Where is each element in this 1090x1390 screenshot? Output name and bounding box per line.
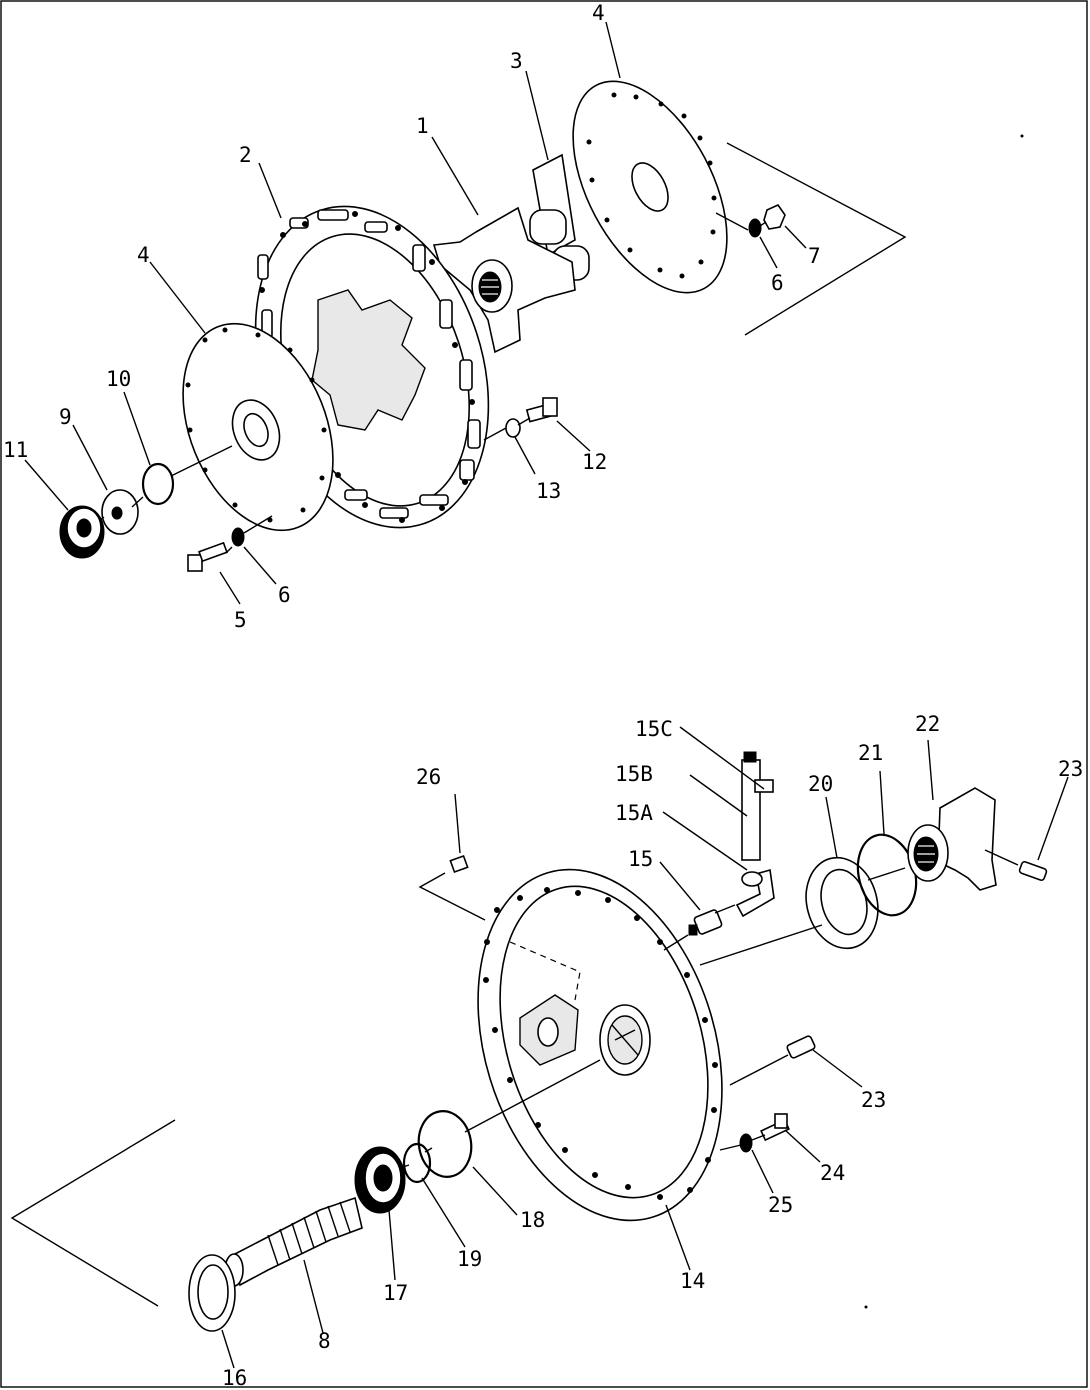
part-17-bearing — [354, 1146, 406, 1214]
part-10-snap-ring — [141, 462, 175, 506]
part-13-washer — [505, 418, 521, 438]
part-12-bolt — [525, 397, 558, 423]
callout-19: 19 — [457, 1247, 482, 1271]
callout-15b: 15B — [615, 762, 653, 786]
part-16-oil-seal — [188, 1254, 236, 1332]
part-6-washer-lower — [231, 527, 245, 547]
part-4-plate-left — [182, 322, 334, 532]
part-3-rubber-blocks — [529, 153, 590, 281]
part-23-plug-upper — [1018, 860, 1048, 882]
callout-15: 15 — [628, 847, 653, 871]
callout-6-upper: 6 — [771, 271, 784, 295]
callout-2: 2 — [239, 143, 252, 167]
callout-6-lower: 6 — [278, 583, 291, 607]
callout-21: 21 — [858, 741, 883, 765]
callout-20: 20 — [808, 772, 833, 796]
callout-22: 22 — [915, 712, 940, 736]
part-11-bearing — [59, 505, 105, 559]
callout-labels: 1 2 3 4 4 5 6 6 7 9 10 11 12 13 15C 15B … — [3, 1, 1083, 1390]
callout-5: 5 — [234, 608, 247, 632]
lower-guide-lines — [10, 849, 1019, 1307]
callout-25: 25 — [768, 1193, 793, 1217]
callout-11: 11 — [3, 438, 28, 462]
part-15a-elbow — [735, 868, 775, 918]
callout-23-upper: 23 — [1058, 757, 1083, 781]
callout-4-lower: 4 — [137, 243, 150, 267]
callout-17: 17 — [383, 1281, 408, 1305]
part-9-spacer — [101, 489, 139, 535]
callout-leader-lines — [24, 21, 1069, 1369]
scan-specks — [864, 134, 1024, 1309]
callout-3: 3 — [510, 49, 523, 73]
part-15c-clamp — [743, 751, 774, 793]
part-6-washer-upper — [748, 218, 762, 238]
callout-9: 9 — [59, 405, 72, 429]
part-19-snap-ring — [402, 1142, 432, 1184]
callout-18: 18 — [520, 1208, 545, 1232]
part-1-coupling-spider — [432, 206, 576, 354]
callout-12: 12 — [582, 450, 607, 474]
upper-guide-lines — [99, 142, 907, 554]
callout-23-lower: 23 — [861, 1088, 886, 1112]
callout-10: 10 — [106, 367, 131, 391]
callout-1: 1 — [416, 114, 429, 138]
part-18-snap-ring — [417, 1110, 473, 1178]
part-8-spline-shaft — [224, 1196, 363, 1287]
callout-15c: 15C — [635, 717, 673, 741]
part-25-washer — [739, 1133, 753, 1153]
part-14-housing — [477, 868, 723, 1222]
callout-4-upper: 4 — [592, 1, 605, 25]
part-24-bolt — [760, 1113, 790, 1142]
callout-16: 16 — [222, 1366, 247, 1390]
part-7-nut — [763, 203, 786, 230]
part-5-bolt — [187, 541, 228, 572]
callout-13: 13 — [536, 479, 561, 503]
callout-8: 8 — [318, 1329, 331, 1353]
part-23-plug-lower — [786, 1035, 816, 1059]
part-22-pump-bracket — [907, 787, 997, 891]
callout-24: 24 — [820, 1161, 845, 1185]
part-26-plug — [449, 854, 469, 874]
callout-26: 26 — [416, 765, 441, 789]
part-20-oil-seal — [805, 856, 879, 950]
part-15-connector — [688, 909, 723, 936]
callout-15a: 15A — [615, 801, 653, 825]
callout-7: 7 — [808, 244, 821, 268]
callout-14: 14 — [680, 1269, 705, 1293]
part-4-plate-right — [572, 80, 728, 294]
